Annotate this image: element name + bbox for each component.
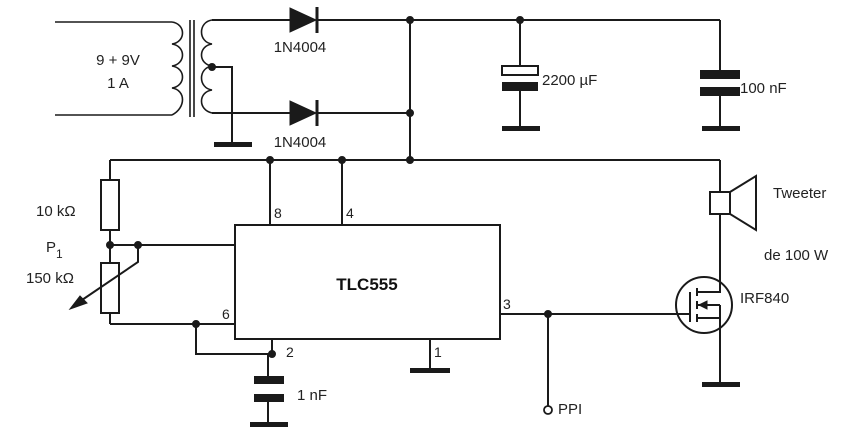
cap-electrolytic-positive-plate [501,65,539,76]
tweeter-label-line1: Tweeter [773,185,826,202]
center-tap-wire [212,66,233,142]
mosfet-label: IRF840 [740,290,789,307]
tweeter-speaker [709,160,757,282]
ppi-label: PPI [558,401,582,418]
tweeter-cone [729,174,757,232]
tweeter-label-line2: de 100 W [764,247,829,264]
junction-rail-top [406,16,414,24]
pot-wiper-wire [81,245,139,301]
pot-wiper-arrow [68,295,88,311]
ic-pin-1-label: 1 [434,344,442,360]
mosfet-drain-lead [697,282,721,293]
ic-chip [234,224,501,340]
diode-bottom [289,100,410,126]
diode-top [289,7,720,33]
cap-decoupling-plate-bottom [700,87,740,96]
mosfet [675,276,740,387]
transformer [55,19,290,147]
ground-cap-decoupling [702,126,740,131]
timing-capacitor [250,354,288,427]
cap-decoupling-plate-top [700,70,740,79]
ground-timing-cap [250,422,288,427]
cap-decoupling-label: 100 nF [740,80,787,97]
capacitor-decoupling [700,20,740,131]
mosfet-arrow [697,300,708,310]
pot-designator: P1 [46,239,63,261]
ic-body [234,224,501,340]
ground-cap-electrolytic [502,126,540,131]
cap-electrolytic-negative-plate [502,82,538,91]
resistor-body [100,179,120,231]
ground-center-tap [214,142,252,147]
cap-electrolytic-label: 2200 µF [542,72,597,89]
ic-pin-2-label: 2 [286,344,294,360]
diode-bottom-label: 1N4004 [274,134,327,151]
diode-top-body [289,7,318,33]
ic-pin-6-label: 6 [222,306,230,322]
resistor-label: 10 kΩ [36,203,76,220]
transformer-rating-line2: 1 A [107,75,129,92]
ground-pin1 [410,368,450,373]
pot-designator-subscript: 1 [56,247,63,261]
tweeter-magnet [709,191,731,215]
ic-pin-4-label: 4 [346,205,354,221]
diode-top-label: 1N4004 [274,39,327,56]
diode-bottom-body [289,100,318,126]
ground-mosfet [702,382,740,387]
ic-label: TLC555 [336,275,397,294]
ic-pin-3-label: 3 [503,296,511,312]
pin6-to-pin2-wire [195,324,272,355]
potentiometer [68,241,235,325]
ic-pin-8-label: 8 [274,205,282,221]
timing-cap-label: 1 nF [297,387,327,404]
resistor-fixed [100,160,120,263]
ppi-test-point [543,405,553,415]
junction-diode-bottom [406,109,414,117]
pot-designator-letter: P [46,239,56,256]
timing-cap-plate-bottom [254,394,284,402]
pot-label: 150 kΩ [26,270,74,287]
primary-winding [171,21,184,116]
capacitor-electrolytic [501,16,540,131]
transformer-rating-line1: 9 + 9V [96,52,140,69]
timing-cap-plate-top [254,376,284,384]
pot-body [100,262,120,314]
